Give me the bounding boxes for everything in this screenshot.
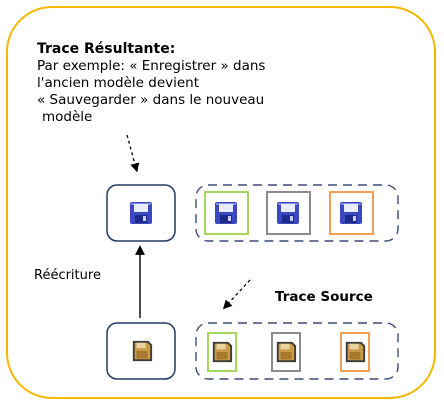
result-trace-title: Trace Résultante: <box>37 41 176 57</box>
source-trace-label: Trace Source <box>275 289 373 305</box>
floppy-disk-legacy-icon <box>276 341 297 363</box>
rewrite-label: Réécriture <box>34 268 101 283</box>
result-item-gray <box>266 191 311 235</box>
result-trace-description: Par exemple: « Enregistrer » dans l'anci… <box>37 58 397 126</box>
floppy-disk-save-icon <box>130 202 152 224</box>
floppy-disk-save-icon <box>277 202 299 224</box>
source-pointer-arrow <box>222 279 251 310</box>
result-trace-group <box>195 184 399 242</box>
floppy-disk-legacy-icon <box>132 340 153 362</box>
description-line-3: « Sauvegarder » dans le nouveau <box>37 92 265 108</box>
description-line-2: l'ancien modèle devient <box>37 75 200 91</box>
floppy-disk-legacy-icon <box>212 341 233 363</box>
description-line-1: Par exemple: « Enregistrer » dans <box>37 58 266 74</box>
source-trace-group <box>195 322 399 380</box>
floppy-disk-save-icon <box>340 202 362 224</box>
description-line-4: modèle <box>42 109 93 125</box>
floppy-disk-save-icon <box>215 202 237 224</box>
result-pointer-arrow <box>126 134 140 173</box>
floppy-disk-legacy-icon <box>345 341 366 363</box>
